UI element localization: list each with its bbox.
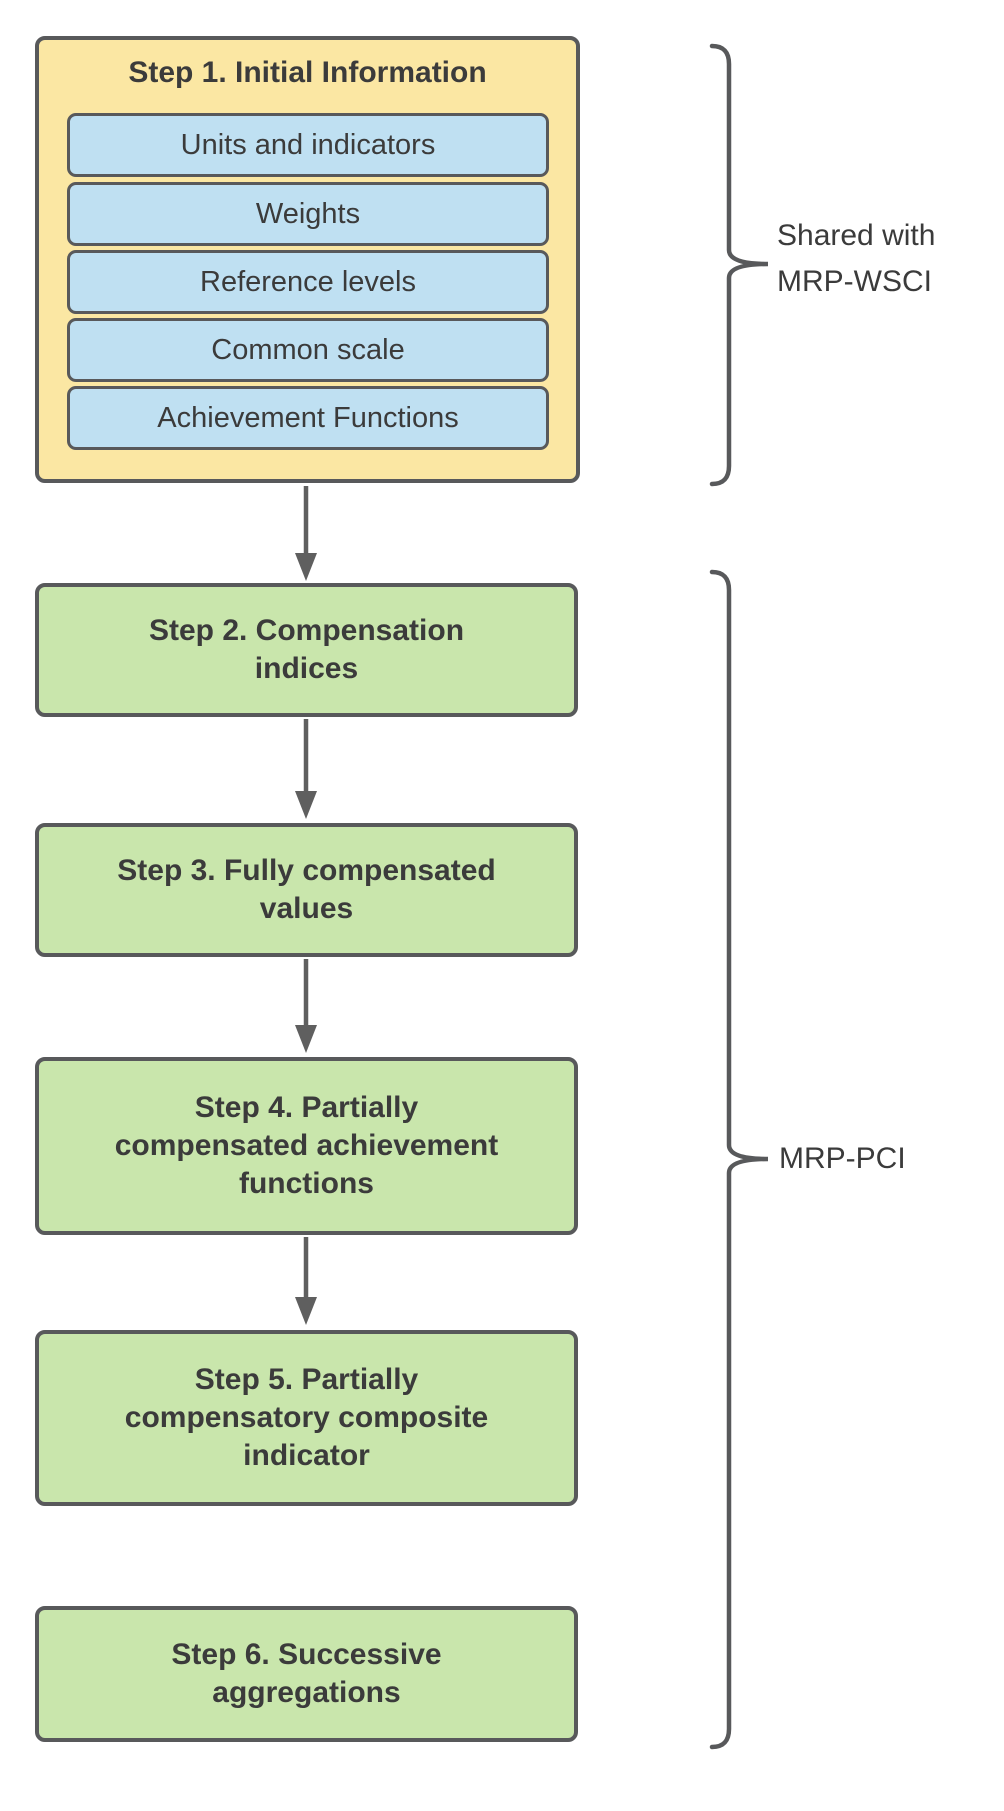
step1-item-reference-levels: Reference levels	[67, 250, 549, 314]
flow-arrow-1	[295, 486, 317, 581]
step3-box: Step 3. Fully compensated values	[35, 823, 578, 957]
flow-arrow-4	[295, 1237, 317, 1325]
step2-box: Step 2. Compensation indices	[35, 583, 578, 717]
step1-item-units-and-indicators: Units and indicators	[67, 113, 549, 177]
step4-box: Step 4. Partially compensated achievemen…	[35, 1057, 578, 1235]
step1-item-common-scale: Common scale	[67, 318, 549, 382]
flow-arrow-2	[295, 719, 317, 819]
step1-title: Step 1. Initial Information	[128, 56, 487, 89]
annotation-shared-with-mrp-wsci: Shared with MRP-WSCI	[777, 219, 936, 298]
curly-brace-shared	[709, 43, 769, 487]
step6-box: Step 6. Successive aggregations	[35, 1606, 578, 1742]
annotation-mrp-pci: MRP-PCI	[779, 1142, 906, 1175]
step5-box: Step 5. Partially compensatory composite…	[35, 1330, 578, 1506]
step1-container-box: Step 1. Initial Information Units and in…	[35, 36, 580, 483]
step1-item-achievement-functions: Achievement Functions	[67, 386, 549, 450]
step1-item-weights: Weights	[67, 182, 549, 246]
flow-arrow-3	[295, 959, 317, 1053]
curly-brace-mrp-pci	[709, 569, 769, 1750]
